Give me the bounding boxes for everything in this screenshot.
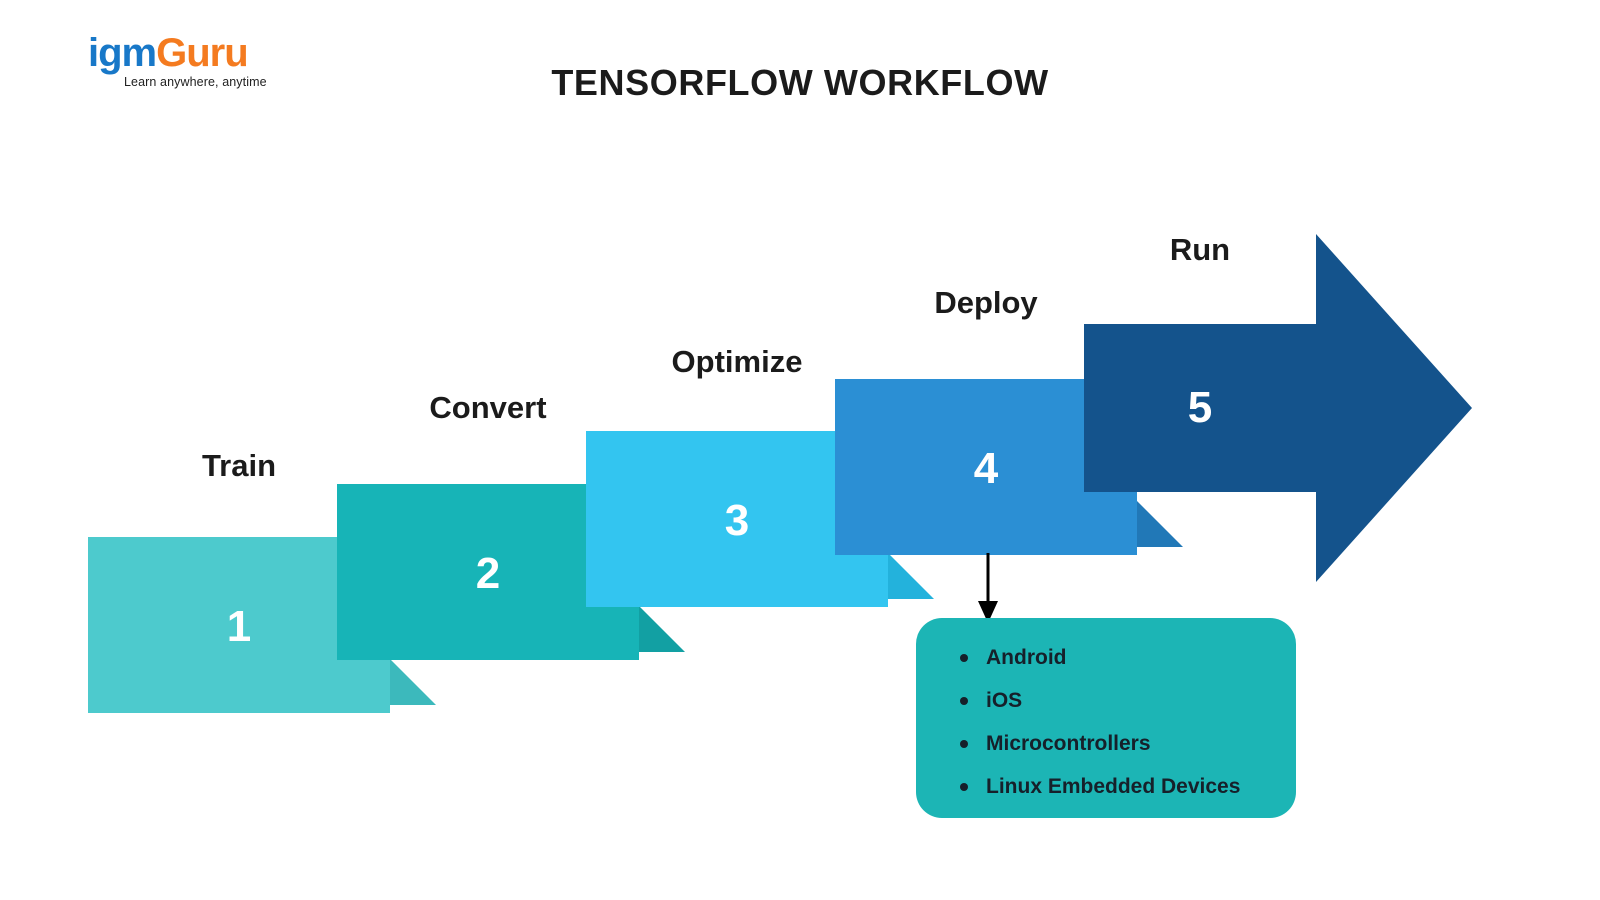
- platform-list: Android iOS Microcontrollers Linux Embed…: [956, 636, 1276, 808]
- connector-arrow-down-icon: [978, 553, 998, 623]
- logo-text-guru: Guru: [156, 31, 249, 75]
- list-item: iOS: [956, 679, 1276, 722]
- platform-list-box: Android iOS Microcontrollers Linux Embed…: [916, 618, 1296, 818]
- step-2-number: 2: [475, 549, 501, 598]
- step-5-label: Run: [1169, 232, 1231, 267]
- list-item: Linux Embedded Devices: [956, 765, 1276, 808]
- logo-tagline: Learn anywhere, anytime: [124, 75, 267, 89]
- step-4-label: Deploy: [934, 285, 1038, 320]
- step-5-number: 5: [1187, 383, 1213, 432]
- step-5-run[interactable]: 5: [1084, 234, 1472, 582]
- logo-wordmark: igmGuru: [88, 32, 328, 74]
- step-1-label: Train: [201, 448, 277, 483]
- igmguru-logo: igmGuru Learn anywhere, anytime: [88, 32, 328, 94]
- step-5-arrow-shape: [1084, 234, 1472, 582]
- list-item: Microcontrollers: [956, 722, 1276, 765]
- step-3-label: Optimize: [671, 344, 803, 379]
- step-3-number: 3: [724, 496, 750, 545]
- step-4-number: 4: [973, 444, 999, 493]
- logo-text-igm: igm: [88, 31, 157, 75]
- page-title: TENSORFLOW WORKFLOW: [551, 62, 1049, 103]
- step-1-number: 1: [226, 602, 252, 651]
- step-2-label: Convert: [429, 390, 547, 425]
- list-item: Android: [956, 636, 1276, 679]
